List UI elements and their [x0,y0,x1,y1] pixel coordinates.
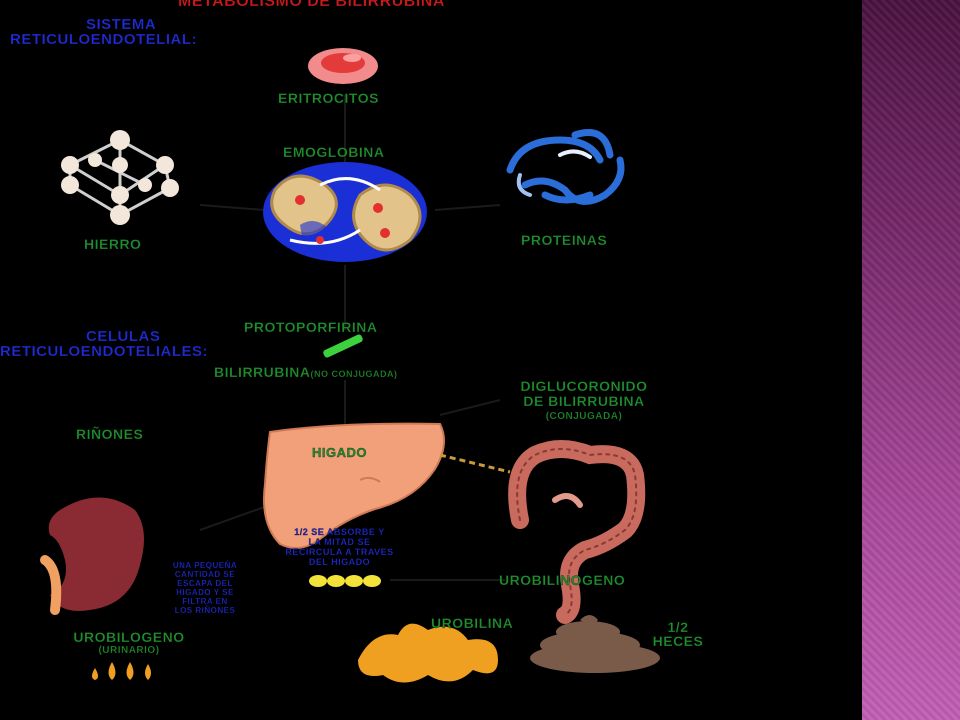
label-diglucoronido: DIGLUCORONIDO DE BILIRRUBINA (CONJUGADA) [496,378,672,424]
label-rinones: RIÑONES [76,426,144,442]
label-escape-renal: UNA PEQUEÑA CANTIDAD SE ESCAPA DEL HIGAD… [150,561,260,615]
label-reticuloendoteliales: RETICULOENDOTELIALES: [0,343,208,360]
label-urobilogeno: UROBILOGENO (URINARIO) [52,630,206,658]
label-escape-line6: LOS RIÑONES [174,606,236,615]
urine-drops-icon [92,662,151,680]
illustration-layer [40,48,660,683]
label-urobilinogeno: UROBILINOGENO [499,572,626,588]
reabsorbed-dots [309,575,381,587]
label-bilirrubina: BILIRRUBINA(NO CONJUGADA) [214,365,398,379]
label-reabsorcion-line3: RECIRCULA A TRAVES [285,547,394,557]
label-protoporfirina: PROTOPORFIRINA [244,319,378,335]
label-conjugada: (CONJUGADA) [545,411,623,422]
label-urobilogeno-text: UROBILOGENO [73,629,185,645]
label-hierro: HIERRO [84,236,142,252]
label-sistema: SISTEMA [86,16,157,33]
label-escape-line3: ESCAPA DEL [177,579,233,588]
label-heces: 1/2 HECES [641,620,715,648]
diagram-title: METABOLISMO DE BILIRRUBINA [178,0,445,10]
decorative-side-panel [862,0,960,720]
label-reabsorcion: 1/2 SE ABSORBE Y LA MITAD SE RECIRCULA A… [262,527,417,567]
liver-intestine-link [439,453,511,474]
label-proteinas: PROTEINAS [521,232,608,248]
label-diglucoronido-line2: DE BILIRRUBINA [523,393,645,409]
label-bilirrubina-text: BILIRRUBINA [214,364,311,380]
label-urinario: (URINARIO) [98,645,160,656]
hemoglobin-icon [263,162,427,262]
kidney-icon [40,497,144,615]
label-escape-line2: CANTIDAD SE [174,570,236,579]
liver-shape [263,422,445,549]
label-celulas: CELULAS [86,328,161,345]
label-escape-line4: HIGADO Y SE [176,588,234,597]
label-emoglobina: EMOGLOBINA [283,144,385,160]
label-diglucoronido-line1: DIGLUCORONIDO [520,378,648,394]
iron-lattice-icon [61,130,179,225]
label-higado: HIGADO [312,445,367,460]
label-urobilina: UROBILINA [431,615,514,631]
urobilina-shape [358,623,498,683]
intestine-icon [508,440,646,624]
label-escape-line1: UNA PEQUEÑA [172,561,238,570]
protoporphyrin-bar [323,334,363,358]
label-no-conjugada: (NO CONJUGADA) [310,369,398,379]
protein-ribbon-icon [506,129,625,205]
label-heces-line1: 1/2 [667,619,689,635]
label-reticuloendotelial: RETICULOENDOTELIAL: [10,31,197,48]
label-reabsorcion-line2: LA MITAD SE [308,537,371,547]
connector-lines [199,95,505,581]
label-heces-line2: HECES [652,633,704,649]
label-reabsorcion-line1: 1/2 SE ABSORBE Y [294,527,385,537]
label-escape-line5: FILTRA EN [182,597,228,606]
label-reabsorcion-line4: DEL HIGADO [308,557,371,567]
feces-icon [530,615,660,673]
label-eritrocitos: ERITROCITOS [278,90,379,106]
erythrocyte-icon [308,48,378,84]
